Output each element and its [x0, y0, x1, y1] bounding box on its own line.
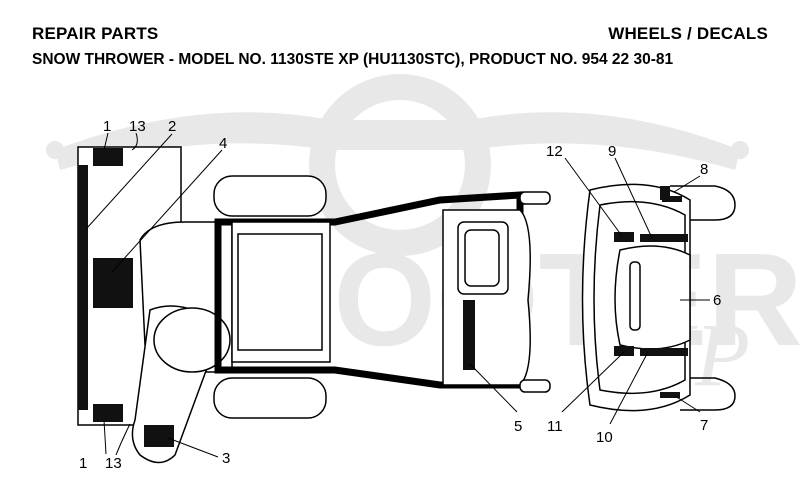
decal-7: [660, 392, 680, 398]
decal-11: [614, 346, 634, 356]
callout-4: 4: [219, 135, 227, 152]
decal-10: [640, 348, 688, 356]
decal-8-a: [660, 186, 670, 200]
header-wheels-decals: WHEELS / DECALS: [608, 24, 768, 43]
chute-ring: [153, 307, 231, 373]
callout-8: 8: [700, 161, 708, 178]
handle-top: [670, 185, 736, 221]
wheel-top: [213, 175, 327, 217]
handle-bottom: [670, 377, 736, 411]
callout-10: 10: [596, 429, 613, 446]
handle-grip-top: [519, 191, 551, 205]
panel-inner: [593, 200, 686, 395]
callout-13-bottom: 13: [105, 455, 122, 472]
callout-1-bottom: 1: [79, 455, 87, 472]
callout-12: 12: [546, 143, 563, 160]
decal-3: [144, 425, 174, 447]
leader-lines: [86, 132, 710, 458]
callout-7: 7: [700, 417, 708, 434]
decal-8-b: [662, 196, 682, 202]
header-repair-parts: REPAIR PARTS: [32, 24, 159, 43]
handle-grip-bottom: [519, 379, 551, 393]
center-console: [614, 245, 691, 350]
fuel-cap: [464, 229, 500, 287]
callout-3: 3: [222, 450, 230, 467]
console-slot: [629, 261, 641, 331]
callout-5: 5: [514, 418, 522, 435]
callout-13-top: 13: [129, 118, 146, 135]
callout-1-top: 1: [103, 118, 111, 135]
engine-inner: [237, 233, 323, 351]
decal-5: [463, 300, 475, 370]
decal-9: [640, 234, 688, 242]
callout-9: 9: [608, 143, 616, 160]
decal-strip-left: [78, 165, 88, 410]
wheel-bottom: [213, 377, 327, 419]
callout-6: 6: [713, 292, 721, 309]
callout-2: 2: [168, 118, 176, 135]
header-model-line: SNOW THROWER - MODEL NO. 1130STE XP (HU1…: [32, 51, 674, 68]
decal-12: [614, 232, 634, 242]
decal-1-top: [93, 148, 123, 166]
decal-4: [93, 258, 133, 308]
decal-1-bottom: [93, 404, 123, 422]
callout-11: 11: [547, 418, 563, 435]
